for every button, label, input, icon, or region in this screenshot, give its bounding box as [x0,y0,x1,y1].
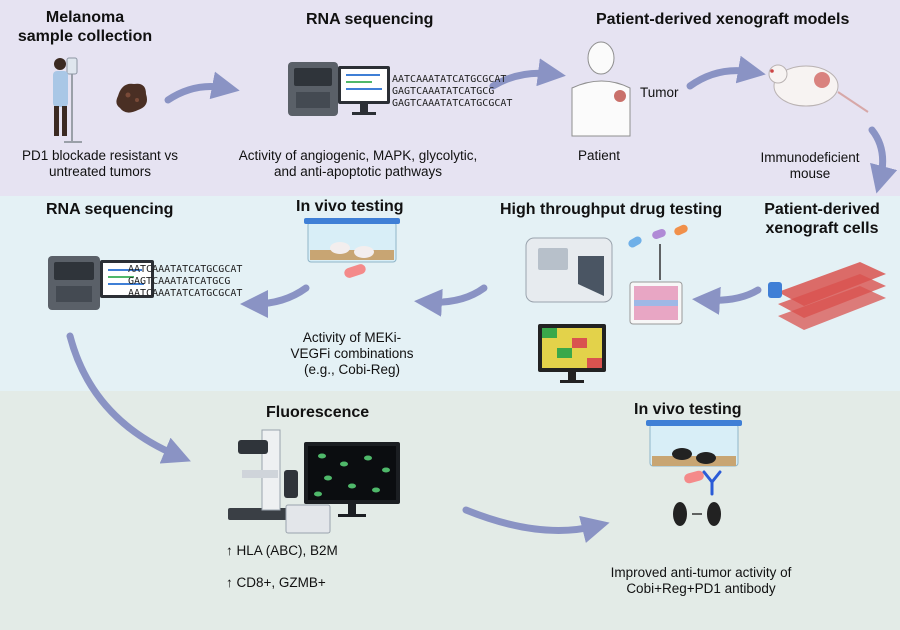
stage1-title-line1: Melanoma [45,9,125,26]
stage9-caption-line1: Improved anti-tumor activity of [610,565,792,580]
stage1-caption-line2: untreated tumors [48,164,152,180]
computer-monitor-icon [100,260,154,298]
arrow-drug-to-invivo [414,284,488,317]
arrow-mouse-to-cells [868,126,898,194]
stage4-title-line2: xenograft cells [765,220,879,238]
fluorescence-monitor-icon [304,442,400,517]
dna-line-6: AATCAAATATCATGCGCAT [128,288,242,299]
plate-reader-icon [525,237,613,303]
dna-line-5: GAGTCAAATATCATGCG [128,276,230,287]
dna-sequence-icon: AATCAAATATCATGCGCAT GAGTCAAATATCATGCG AA… [128,264,242,299]
arrow-invivo-to-rnaseq [240,284,310,318]
stage1-title: Melanoma sample collection [10,8,160,46]
stage1-caption-line1: PD1 blockade resistant vs [21,148,179,163]
dna-line-3: GAGTCAAATATCATGCGCAT [392,98,512,109]
stage2-caption: Activity of angiogenic, MAPK, glycolytic… [214,148,502,180]
microscope-icon [228,429,298,520]
mouse-caption-line2: mouse [789,166,831,182]
human-patient-icon [571,41,631,137]
up-arrow-icon: ↑ [226,575,233,590]
marker-line-1: ↑ HLA (ABC), B2M [226,543,338,559]
dna-line-2: GAGTCAAATATCATGCG [392,86,494,97]
tumor-label: Tumor [640,85,679,100]
arrow-collection-to-sequencing [164,71,240,104]
stage1-caption: PD1 blockade resistant vs untreated tumo… [2,148,198,180]
marker2-text: CD8+, GZMB+ [236,575,326,590]
stage-box-icon [285,504,331,534]
stage2-caption-line1: Activity of angiogenic, MAPK, glycolytic… [238,148,478,163]
stage7-title: RNA sequencing [46,201,174,218]
arrow-fluorescence-to-invivo [462,506,610,543]
computer-monitor-icon [338,66,390,115]
heatmap-monitor-icon [538,324,606,383]
mouse-cage-icon [304,218,400,263]
stage8-title: Fluorescence [266,404,370,421]
arrow-rnaseq-to-fluorescence [66,332,191,464]
mouse-caption: Immunodeficient mouse [748,150,872,182]
patient-label: Patient [578,148,621,163]
drug-capsules-icon [628,224,688,280]
band-discovery [0,0,900,196]
pill-icon [684,470,704,484]
mouse-caption-line1: Immunodeficient [760,150,860,165]
flow-arrows [66,55,898,543]
well-plate-icon [629,281,683,325]
black-mice-icon [673,502,721,526]
mouse-icon [768,64,869,113]
stage2-caption-line2: and anti-apoptotic pathways [273,164,443,180]
stage9-caption-line2: Cobi+Reg+PD1 antibody [626,581,776,597]
stage4-title-line1: Patient-derived [764,201,880,218]
stage6-caption: Activity of MEKi- VEGFi combinations (e.… [282,330,422,379]
patient-icon [53,57,82,143]
stage6-caption-line2: VEGFi combinations [290,346,414,362]
stage4-title: Patient-derived xenograft cells [752,200,892,238]
antibody-icon [702,470,722,496]
pill-icon [344,264,366,278]
stage1-title-line2: sample collection [17,28,153,46]
stage3-title: Patient-derived xenograft models [596,11,850,28]
arrow-tumor-to-mouse [686,55,766,90]
stage9-caption: Improved anti-tumor activity of Cobi+Reg… [586,565,816,597]
arrow-cells-to-drug-testing [692,286,762,315]
stage6-title: In vivo testing [296,198,404,215]
arrow-sequencing-to-xenograft [489,58,566,90]
up-arrow-icon: ↑ [226,543,233,558]
stage6-caption-line1: Activity of MEKi- [302,330,402,345]
stage5-title: High throughput drug testing [500,201,723,218]
stage6-caption-line3: (e.g., Cobi-Reg) [303,362,401,378]
stage2-title: RNA sequencing [306,11,434,28]
dna-line-4: AATCAAATATCATGCGCAT [128,264,242,275]
mouse-cage-icon [646,420,742,467]
sequencer-icon [48,256,100,310]
dna-line-1: AATCAAATATCATGCGCAT [392,74,506,85]
stage9-title: In vivo testing [634,401,742,418]
tumor-sample-icon [116,83,147,113]
sequencer-icon [288,62,338,116]
marker1-text: HLA (ABC), B2M [236,543,338,558]
dna-sequence-icon: AATCAAATATCATGCGCAT GAGTCAAATATCATGCG GA… [392,74,512,109]
culture-flask-icon [768,262,886,330]
marker-line-2: ↑ CD8+, GZMB+ [226,575,326,591]
band-validation [0,391,900,630]
